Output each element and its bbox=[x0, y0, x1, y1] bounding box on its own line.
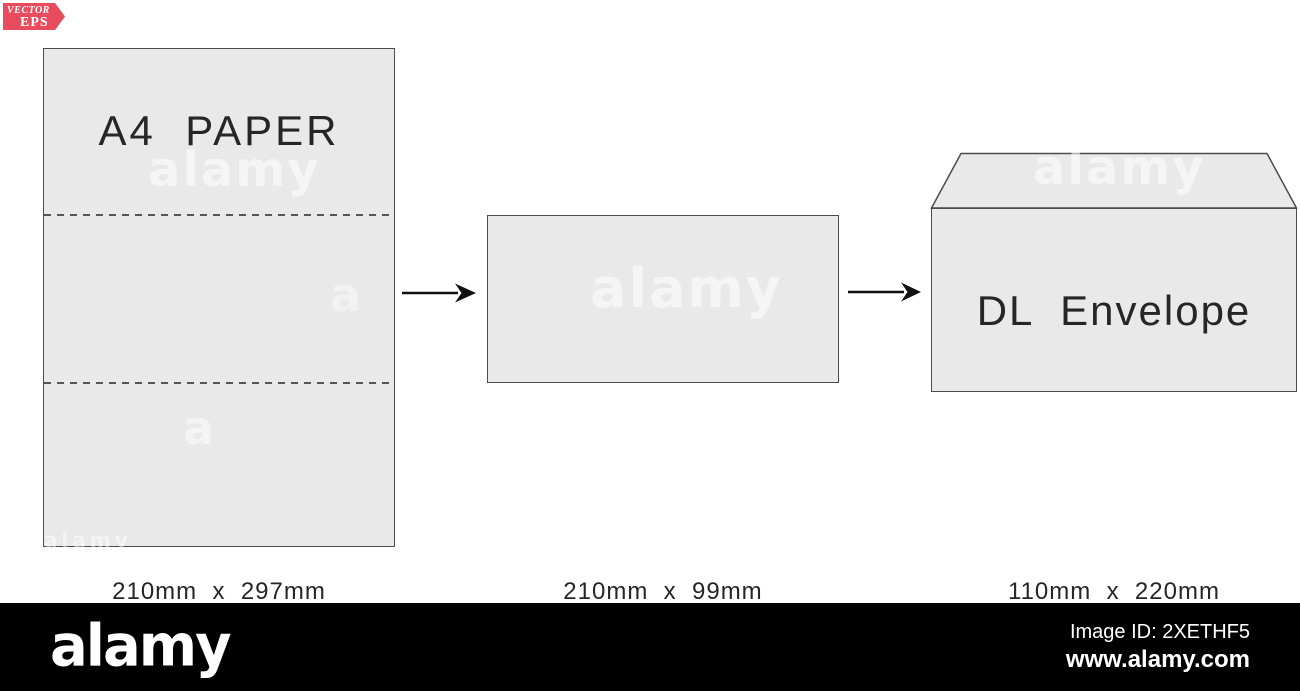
footer-credit-bar: alamy Image ID: 2XETHF5 www.alamy.com bbox=[0, 603, 1300, 691]
alamy-logo: alamy bbox=[50, 612, 232, 681]
image-id-text: Image ID: 2XETHF5 bbox=[1069, 620, 1250, 643]
arrow-right-icon-1 bbox=[402, 283, 476, 303]
a4-paper-sheet: A4 PAPER bbox=[43, 48, 395, 547]
dl-envelope-label: DL Envelope bbox=[976, 287, 1252, 334]
badge-vector-text: VECTOR bbox=[7, 5, 50, 16]
dl-envelope-flap bbox=[930, 152, 1298, 209]
badge-eps-text: EPS bbox=[20, 15, 49, 30]
folded-paper-sheet bbox=[487, 215, 839, 383]
folded-dimensions-label: 210mm x 99mm bbox=[563, 578, 763, 605]
watermark-text: alamy bbox=[1033, 140, 1206, 196]
a4-dimensions-label: 210mm x 297mm bbox=[112, 578, 326, 605]
vector-eps-badge: VECTOR EPS bbox=[3, 3, 65, 30]
image-credit-block: Image ID: 2XETHF5 www.alamy.com bbox=[1066, 620, 1250, 675]
dl-envelope-body: DL Envelope bbox=[931, 208, 1297, 392]
fold-line-top bbox=[44, 214, 394, 216]
arrow-right-icon-2 bbox=[848, 282, 921, 302]
fold-line-bottom bbox=[44, 382, 394, 384]
a4-paper-label: A4 PAPER bbox=[98, 107, 340, 154]
alamy-url-text: www.alamy.com bbox=[1065, 645, 1250, 673]
envelope-dimensions-label: 110mm x 220mm bbox=[1008, 578, 1220, 605]
